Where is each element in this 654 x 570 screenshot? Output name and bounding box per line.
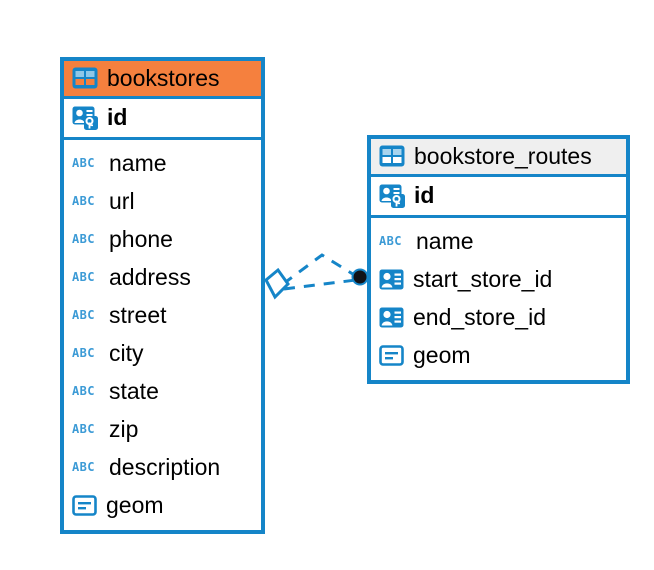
text-abc-icon: ABC <box>72 422 100 436</box>
svg-text:ABC: ABC <box>72 156 95 170</box>
field-row[interactable]: ABC phone <box>72 220 253 258</box>
text-abc-icon: ABC <box>379 234 407 248</box>
table-icon <box>72 67 98 89</box>
field-label: geom <box>413 341 471 368</box>
field-label: geom <box>106 491 164 518</box>
field-label: city <box>109 339 144 366</box>
text-abc-icon: ABC <box>72 194 100 208</box>
text-abc-icon: ABC <box>72 270 100 284</box>
field-label: description <box>109 453 221 480</box>
field-row[interactable]: ABC name <box>379 222 618 260</box>
field-label: url <box>109 187 135 214</box>
field-row[interactable]: ABC city <box>72 334 253 372</box>
entity-title: bookstore_routes <box>414 143 592 169</box>
entity-fields-bookstores: ABC name ABC url ABC pho <box>64 140 261 531</box>
svg-text:ABC: ABC <box>72 232 95 246</box>
relationship-line-lower <box>283 278 357 291</box>
primary-key-label: id <box>414 182 435 209</box>
geometry-icon <box>72 494 97 516</box>
entity-table-bookstores[interactable]: bookstores id <box>60 57 265 535</box>
field-row[interactable]: ABC url <box>72 182 253 220</box>
field-label: state <box>109 377 159 404</box>
field-label: name <box>416 227 474 254</box>
field-label: start_store_id <box>413 265 553 292</box>
field-label: name <box>109 149 167 176</box>
entity-header-bookstore-routes[interactable]: bookstore_routes <box>371 139 626 175</box>
field-row[interactable]: ABC state <box>72 372 253 410</box>
text-abc-icon: ABC <box>72 232 100 246</box>
svg-text:ABC: ABC <box>72 194 95 208</box>
field-row[interactable]: ABC zip <box>72 410 253 448</box>
entity-fields-bookstore-routes: ABC name start_store_id <box>371 218 626 381</box>
svg-text:ABC: ABC <box>72 308 95 322</box>
field-label: address <box>109 263 191 290</box>
field-row[interactable]: start_store_id <box>379 260 618 298</box>
svg-text:ABC: ABC <box>72 346 95 360</box>
svg-text:ABC: ABC <box>379 234 402 248</box>
geometry-icon <box>379 344 404 366</box>
svg-text:ABC: ABC <box>72 460 95 474</box>
entity-table-bookstore-routes[interactable]: bookstore_routes id <box>367 135 630 385</box>
relationship-line-upper <box>282 253 357 286</box>
filled-circle-marker-ring <box>351 268 369 286</box>
open-diamond-marker <box>264 267 290 300</box>
entity-primary-key-row-bookstores[interactable]: id <box>64 96 261 141</box>
primary-key-icon <box>72 106 98 130</box>
svg-text:ABC: ABC <box>72 270 95 284</box>
entity-primary-key-row-bookstore-routes[interactable]: id <box>371 174 626 219</box>
field-row[interactable]: ABC description <box>72 448 253 486</box>
field-label: zip <box>109 415 139 442</box>
text-abc-icon: ABC <box>72 346 100 360</box>
text-abc-icon: ABC <box>72 384 100 398</box>
svg-text:ABC: ABC <box>72 422 95 436</box>
field-row[interactable]: ABC name <box>72 144 253 182</box>
field-row[interactable]: end_store_id <box>379 298 618 336</box>
filled-circle-marker <box>353 270 367 284</box>
text-abc-icon: ABC <box>72 156 100 170</box>
primary-key-icon <box>379 184 405 208</box>
foreign-key-icon <box>379 269 404 290</box>
entity-title: bookstores <box>107 65 220 91</box>
field-row[interactable]: geom <box>72 486 253 524</box>
entity-header-bookstores[interactable]: bookstores <box>64 61 261 97</box>
text-abc-icon: ABC <box>72 308 100 322</box>
field-label: street <box>109 301 167 328</box>
field-label: phone <box>109 225 173 252</box>
field-label: end_store_id <box>413 303 546 330</box>
primary-key-label: id <box>107 104 128 131</box>
table-icon <box>379 145 405 167</box>
field-row[interactable]: ABC street <box>72 296 253 334</box>
text-abc-icon: ABC <box>72 460 100 474</box>
svg-text:ABC: ABC <box>72 384 95 398</box>
foreign-key-icon <box>379 307 404 328</box>
field-row[interactable]: ABC address <box>72 258 253 296</box>
field-row[interactable]: geom <box>379 336 618 374</box>
